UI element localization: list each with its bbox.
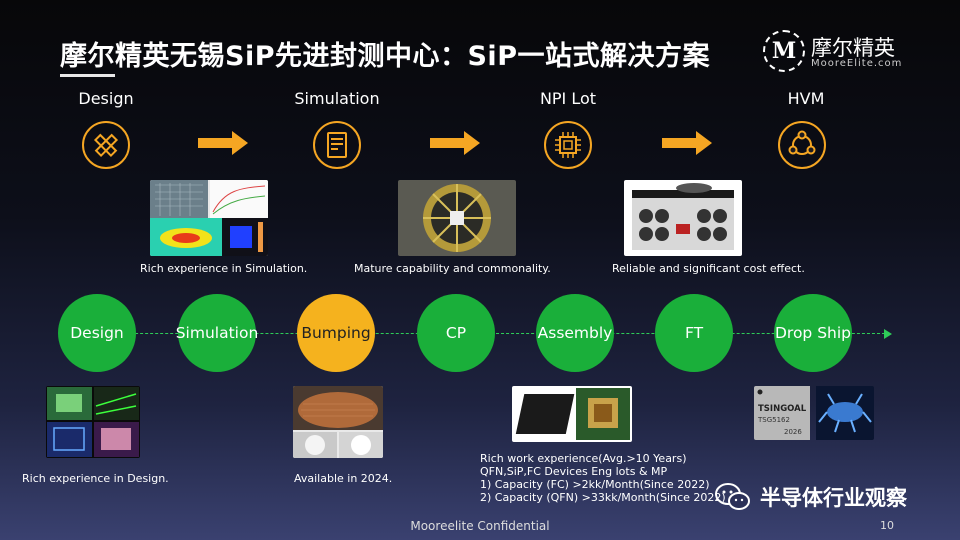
flow-step-ft: FT [655,294,733,372]
stage-label-hvm: HVM [787,89,825,108]
design-layout-image [46,386,140,458]
logo-text-en: MooreElite.com [811,58,903,69]
note-assembly: Rich work experience(Avg.>10 Years) QFN,… [480,452,726,504]
note-assembly-line: Rich work experience(Avg.>10 Years) [480,452,687,465]
stage-label-simulation: Simulation [294,89,380,108]
bumping-wafer-image [293,386,383,458]
arrow-right-icon [430,131,480,155]
caption-hvm: Reliable and significant cost effect. [612,262,805,275]
logo-text-cn: 摩尔精英 [811,36,895,60]
flow-step-drop-ship: Drop Ship [774,294,852,372]
pencil-ruler-icon [82,121,130,169]
flow-step-design: Design [58,294,136,372]
document-icon [313,121,361,169]
cycle-icon [778,121,826,169]
test-handler-image [624,180,742,256]
note-bumping: Available in 2024. [294,472,393,485]
flow-step-simulation: Simulation [176,294,258,372]
note-assembly-line: 2) Capacity (QFN) >33kk/Month(Since 2022… [480,491,726,504]
note-design: Rich experience in Design. [22,472,169,485]
chip-year-label: 2026 [784,428,802,436]
note-assembly-line: 1) Capacity (FC) >2kk/Month(Since 2022) [480,478,710,491]
drop-ship-chip-image: TSINGOAL TSG5162 2026 [754,386,874,440]
wafer-probe-image [398,180,516,256]
page-number: 10 [880,519,894,532]
flow-step-cp: CP [417,294,495,372]
page-title: 摩尔精英无锡SiP先进封测中心：SiP一站式解决方案 [60,41,710,72]
chip-part-label: TSG5162 [757,416,790,424]
chip-brand-label: TSINGOAL [758,404,807,414]
title-underline [60,74,115,77]
flow-step-bumping: Bumping [297,294,375,372]
stage-label-npi-lot: NPI Lot [539,89,597,108]
watermark-text: 半导体行业观察 [760,486,907,510]
caption-npi-lot: Mature capability and commonality. [354,262,551,275]
flow-arrowhead [884,329,892,339]
flow-step-assembly: Assembly [536,294,614,372]
wechat-watermark: 半导体行业观察 [714,482,944,512]
simulation-results-image [150,180,268,256]
stage-label-design: Design [78,89,134,108]
company-logo: M 摩尔精英 MooreElite.com [763,30,923,74]
assembly-package-image [512,386,632,442]
footer-confidential: Mooreelite Confidential [410,519,550,533]
chip-icon [544,121,592,169]
arrow-right-icon [198,131,248,155]
caption-simulation: Rich experience in Simulation. [140,262,308,275]
note-assembly-line: QFN,SiP,FC Devices Eng lots & MP [480,465,668,478]
arrow-right-icon [662,131,712,155]
wechat-icon [715,483,750,510]
logo-mark: M [763,30,805,72]
